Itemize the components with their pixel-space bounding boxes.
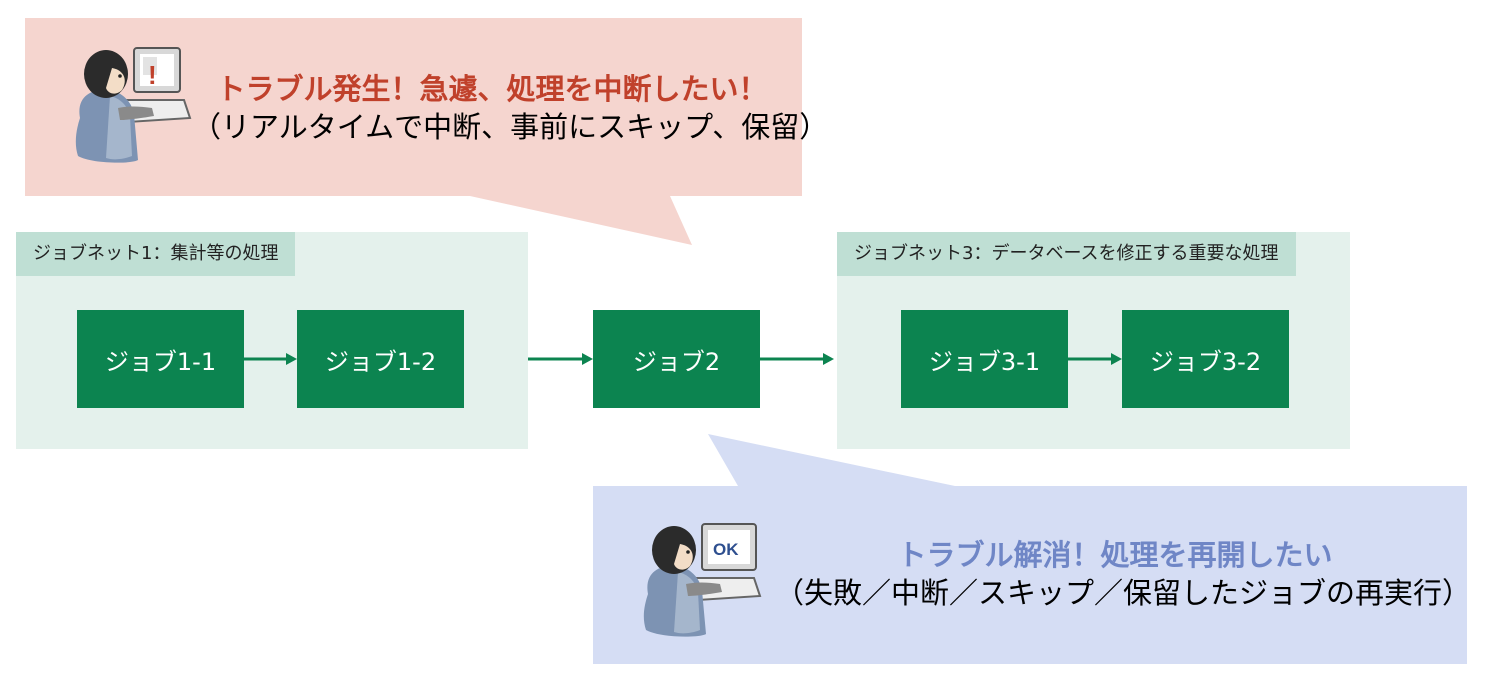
job-3-2[interactable]: ジョブ3-2 (1122, 310, 1289, 408)
jobnet-1-label: ジョブネット1：集計等の処理 (16, 232, 296, 276)
ok-mark: OK (713, 540, 739, 559)
job-2[interactable]: ジョブ2 (593, 310, 760, 408)
person-at-laptop-alert-icon: ! (75, 47, 192, 163)
trouble-title: トラブル発生！急遽、処理を中断したい！ (216, 72, 768, 106)
arrow-jobnet-1-to-job-2 (528, 353, 593, 365)
resolve-callout: OK トラブル解消！処理を再開したい （失敗／中断／スキップ／保留したジョブの再… (580, 430, 1480, 670)
job-3-1[interactable]: ジョブ3-1 (901, 310, 1068, 408)
person-at-laptop-ok-icon: OK (643, 523, 762, 637)
resolve-callout-shape (593, 434, 1467, 664)
jobnet-3-label: ジョブネット3：データベースを修正する重要な処理 (837, 232, 1296, 276)
arrow-job-1-1-to-job-1-2 (244, 353, 297, 365)
job-1-1[interactable]: ジョブ1-1 (77, 310, 244, 408)
trouble-callout-shape (25, 18, 802, 245)
resolve-subtitle: （失敗／中断／スキップ／保留したジョブの再実行） (775, 576, 1472, 610)
alert-mark: ! (148, 60, 157, 90)
resolve-title: トラブル解消！処理を再開したい (897, 538, 1333, 572)
trouble-callout: ! トラブル発生！急遽、処理を中断したい！ （リアルタイムで中断、事前にスキップ… (0, 0, 829, 250)
arrow-job-2-to-jobnet-3 (760, 353, 834, 365)
job-1-2[interactable]: ジョブ1-2 (297, 310, 464, 408)
arrow-job-3-1-to-job-3-2 (1068, 353, 1122, 365)
trouble-subtitle: （リアルタイムで中断、事前にスキップ、保留） (192, 110, 829, 144)
